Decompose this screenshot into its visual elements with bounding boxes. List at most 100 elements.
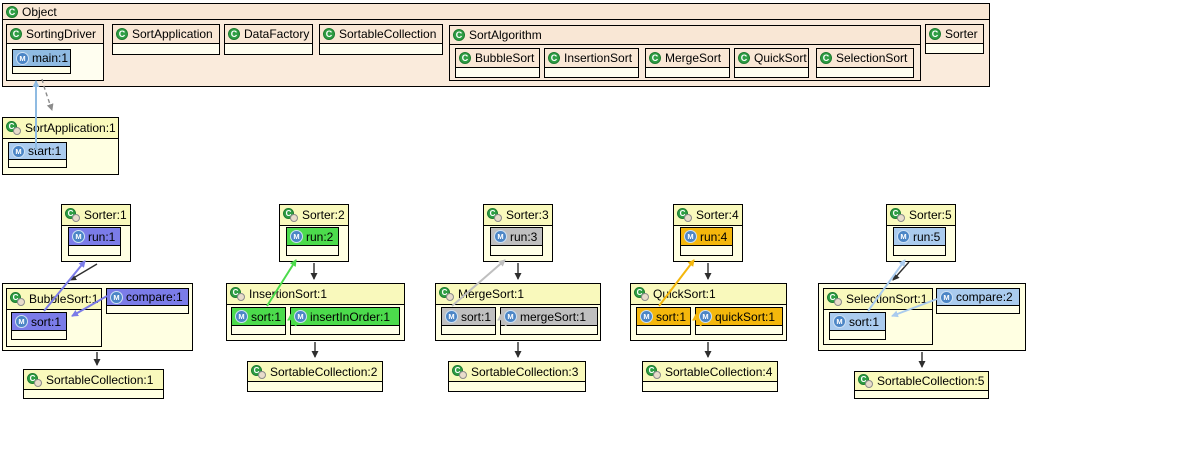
method-activation-bubblesort-sort-1[interactable]: M sort:1: [11, 312, 67, 340]
object-icon: C: [634, 287, 649, 301]
method-icon: M: [897, 230, 910, 243]
object-header: C SortableCollection:5: [855, 372, 988, 391]
method-activation-main-1[interactable]: M main:1: [12, 49, 71, 74]
method-title: M run:1: [69, 228, 120, 246]
object-icon: C: [827, 292, 842, 306]
method-label: compare:1: [126, 290, 183, 304]
class-icon: C: [228, 28, 240, 40]
method-activation-compare-2[interactable]: M compare:2: [936, 288, 1020, 314]
class-box-insertionsort[interactable]: C InsertionSort: [544, 48, 639, 78]
object-label: SortApplication:1: [25, 121, 116, 135]
method-label: run:2: [306, 229, 334, 244]
method-icon: M: [833, 315, 846, 328]
class-header: C SortableCollection: [320, 25, 442, 44]
object-icon: C: [251, 364, 266, 379]
object-label: SelectionSort:1: [846, 292, 928, 306]
method-icon: M: [445, 310, 458, 323]
method-icon: M: [110, 290, 123, 304]
class-header: C Sorter: [926, 25, 983, 44]
method-title: M sort:1: [442, 308, 495, 326]
object-header: C SortApplication:1: [3, 118, 118, 139]
class-icon: C: [459, 52, 471, 64]
method-label: mergeSort:1: [520, 309, 587, 324]
class-box-quicksort[interactable]: C QuickSort: [734, 48, 809, 78]
method-activation-run-2[interactable]: M run:2: [286, 227, 339, 256]
object-header: C InsertionSort:1: [227, 284, 404, 305]
method-title: M run:2: [287, 228, 338, 246]
class-icon: C: [453, 29, 465, 41]
object-box-sortablecollection-2[interactable]: C SortableCollection:2: [247, 361, 383, 392]
method-title: M sort:1: [232, 308, 285, 326]
class-icon: C: [10, 28, 22, 40]
object-container-label: Object: [22, 4, 57, 19]
class-box-bubblesort[interactable]: C BubbleSort: [455, 48, 540, 78]
method-activation-compare-1[interactable]: M compare:1: [106, 288, 189, 314]
method-activation-mergesort-sort-1[interactable]: M sort:1: [441, 307, 496, 335]
class-header: C InsertionSort: [545, 49, 638, 68]
method-title: M run:5: [894, 228, 945, 246]
class-box-sortablecollection[interactable]: C SortableCollection: [319, 24, 443, 55]
object-header: C SortableCollection:2: [248, 362, 382, 382]
class-box-datafactory[interactable]: C DataFactory: [224, 24, 313, 55]
object-box-sortablecollection-3[interactable]: C SortableCollection:3: [448, 361, 586, 392]
class-box-selectionsort[interactable]: C SelectionSort: [816, 48, 914, 78]
method-activation-mergesort-1[interactable]: M mergeSort:1: [500, 307, 598, 335]
object-header: C SortableCollection:1: [24, 370, 163, 390]
object-label: SortableCollection:3: [471, 364, 579, 379]
object-header: C Sorter:2: [280, 205, 348, 226]
method-activation-run-5[interactable]: M run:5: [893, 227, 946, 256]
method-title: M run:3: [491, 228, 542, 246]
object-box-sortablecollection-1[interactable]: C SortableCollection:1: [23, 369, 164, 399]
method-activation-selectionsort-sort-1[interactable]: M sort:1: [829, 312, 886, 340]
object-box-sortablecollection-4[interactable]: C SortableCollection:4: [642, 361, 778, 392]
object-box-sortablecollection-5[interactable]: C SortableCollection:5: [854, 371, 989, 399]
method-icon: M: [684, 230, 697, 243]
object-icon: C: [230, 287, 245, 301]
call-arrow-sorter1-bubblesort: [69, 263, 98, 281]
class-label: DataFactory: [244, 27, 310, 41]
class-box-sorter[interactable]: C Sorter: [925, 24, 984, 54]
object-label: InsertionSort:1: [249, 287, 328, 301]
class-header: C SortingDriver: [7, 25, 103, 44]
object-label: SortableCollection:5: [877, 374, 985, 388]
method-title: M insertInOrder:1: [291, 308, 399, 326]
object-header: C SortableCollection:3: [449, 362, 585, 382]
method-icon: M: [290, 230, 303, 243]
method-title: M sort:1: [637, 308, 690, 326]
method-label: sort:1: [461, 309, 492, 324]
object-label: SortableCollection:4: [665, 364, 773, 379]
method-activation-quicksort-1[interactable]: M quickSort:1: [695, 307, 783, 335]
method-icon: M: [72, 230, 85, 243]
method-activation-insertinorder-1[interactable]: M insertInOrder:1: [290, 307, 400, 335]
class-label: SortAlgorithm: [469, 28, 542, 42]
class-header: C QuickSort: [735, 49, 808, 68]
object-label: Sorter:1: [84, 208, 127, 222]
method-label: run:4: [700, 229, 728, 244]
method-title: M quickSort:1: [696, 308, 782, 326]
method-activation-run-4[interactable]: M run:4: [680, 227, 733, 256]
method-label: sort:1: [31, 314, 62, 329]
object-header: C Sorter:5: [887, 205, 955, 226]
method-label: start:1: [28, 144, 62, 158]
method-activation-start-1[interactable]: M start:1: [8, 142, 67, 168]
object-icon: C: [439, 287, 454, 301]
object-label: SortableCollection:2: [270, 364, 378, 379]
class-box-sortapplication[interactable]: C SortApplication: [112, 24, 220, 55]
object-header: C QuickSort:1: [631, 284, 786, 305]
object-label: Sorter:2: [302, 208, 345, 222]
method-activation-run-1[interactable]: M run:1: [68, 227, 121, 256]
method-title: M compare:2: [937, 289, 1019, 306]
object-header: C BubbleSort:1: [7, 289, 101, 310]
class-box-mergesort[interactable]: C MergeSort: [645, 48, 730, 78]
object-header: C Sorter:3: [484, 205, 552, 226]
method-activation-quicksort-sort-1[interactable]: M sort:1: [636, 307, 691, 335]
object-icon: C: [858, 374, 873, 388]
object-label: MergeSort:1: [458, 287, 525, 301]
class-label: QuickSort: [754, 51, 807, 65]
class-icon: C: [116, 28, 128, 40]
method-title: M run:4: [681, 228, 732, 246]
method-activation-run-3[interactable]: M run:3: [490, 227, 543, 256]
object-container-header: C Object: [3, 4, 989, 20]
class-label: Sorter: [945, 27, 978, 41]
method-activation-insertionsort-sort-1[interactable]: M sort:1: [231, 307, 286, 335]
